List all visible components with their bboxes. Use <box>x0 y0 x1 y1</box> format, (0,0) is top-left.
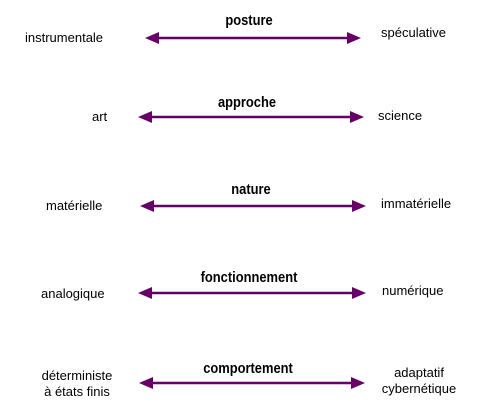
double-arrow-icon <box>140 200 366 212</box>
right-pole-label: spéculative <box>381 25 447 40</box>
category-label-comportement: comportement <box>203 360 293 377</box>
double-arrow-icon <box>138 111 364 123</box>
right-pole-label: science <box>378 108 423 123</box>
double-arrow-icon <box>145 32 361 44</box>
left-pole-line: à états finis <box>44 384 110 399</box>
right-pole-label: numérique <box>382 283 444 298</box>
double-arrow-icon <box>138 287 366 299</box>
right-pole-label: immatérielle <box>381 196 452 211</box>
left-pole-line: déterministe <box>41 368 113 383</box>
category-label-nature: nature <box>231 181 271 198</box>
left-pole-label: analogique <box>41 286 105 301</box>
left-pole-label: art <box>92 109 108 124</box>
category-label-posture: posture <box>225 12 273 29</box>
right-pole-line: adaptatif <box>394 365 444 380</box>
left-pole-label: déterministe à états finis <box>33 368 121 400</box>
right-pole-line: cybernétique <box>381 381 457 396</box>
category-label-fonctionnement: fonctionnement <box>200 269 298 286</box>
category-label-approche: approche <box>217 94 277 111</box>
left-pole-label: matérielle <box>46 198 103 213</box>
left-pole-label: instrumentale <box>25 30 104 45</box>
double-arrow-icon <box>139 377 365 389</box>
right-pole-label: adaptatif cybernétique <box>371 365 467 397</box>
